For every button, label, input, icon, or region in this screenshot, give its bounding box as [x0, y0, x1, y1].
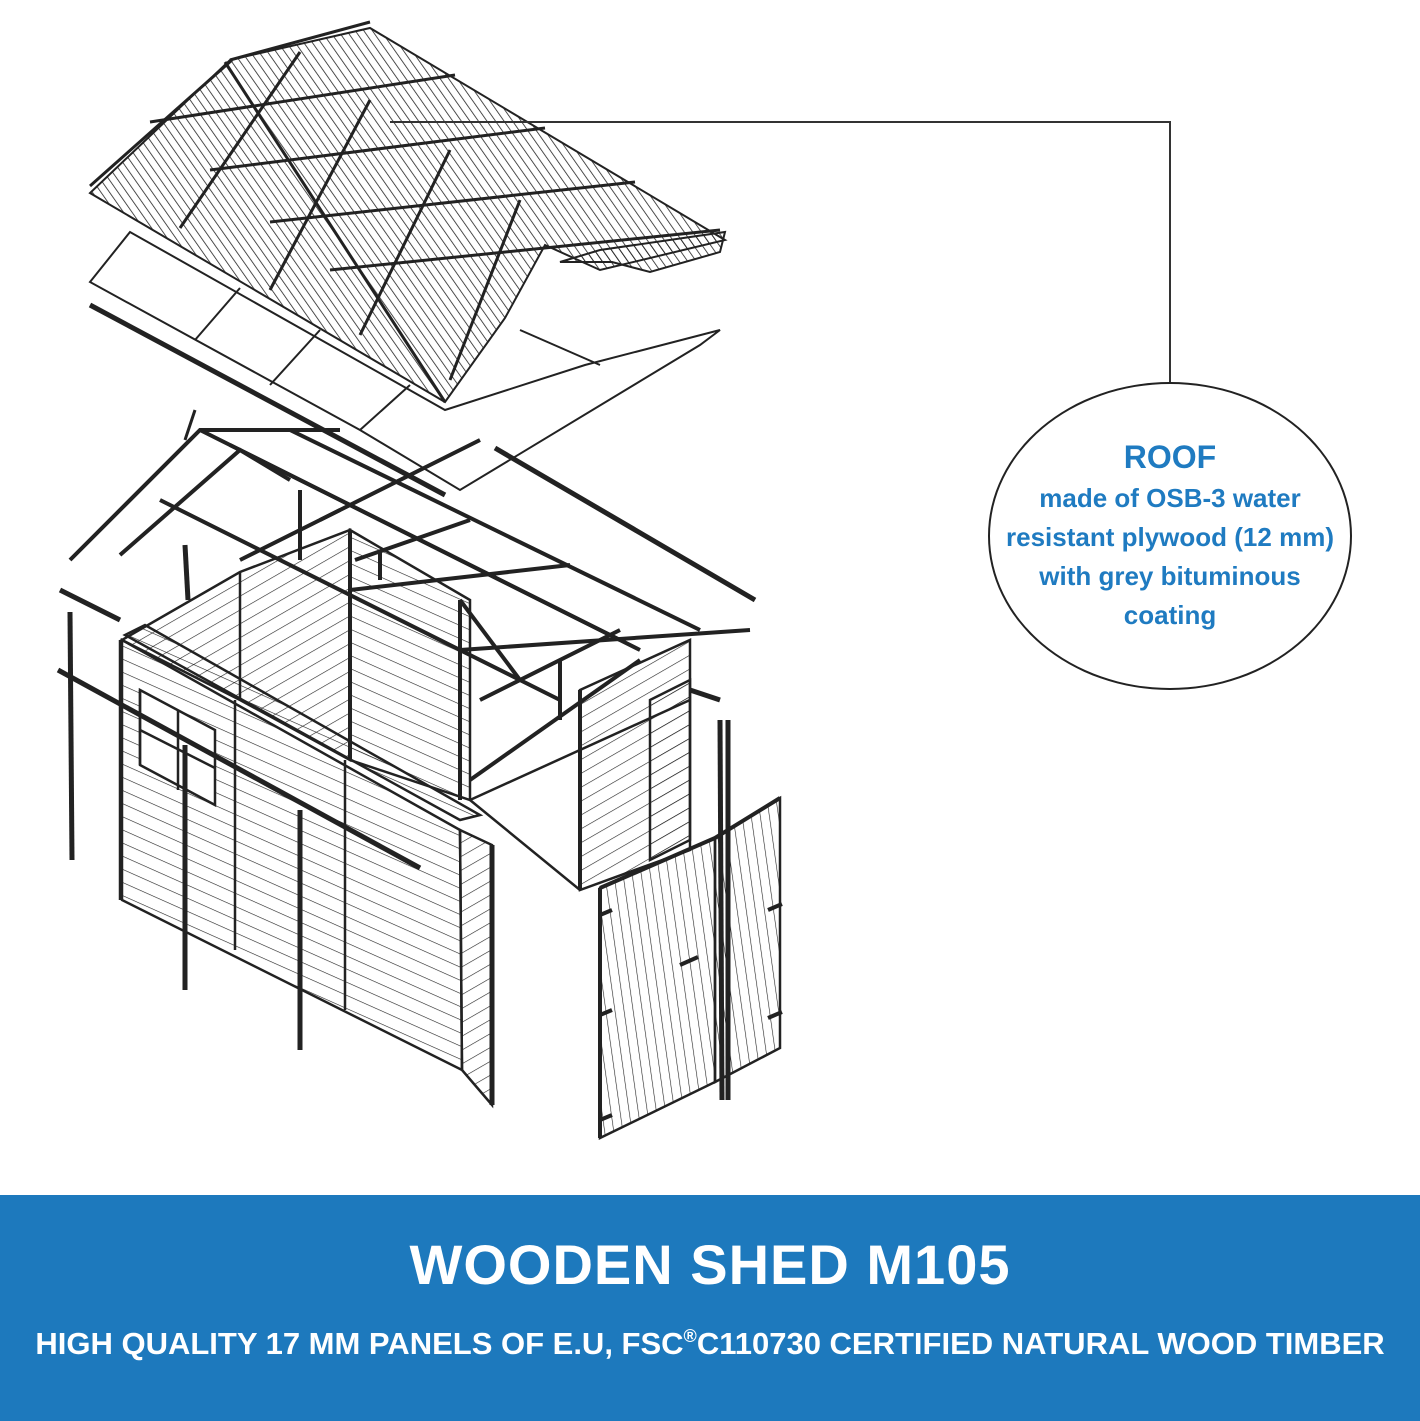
- subtitle-text-start: HIGH QUALITY 17 MM PANELS OF E.U, FSC: [35, 1326, 684, 1361]
- product-title: WOODEN SHED M105: [409, 1233, 1011, 1296]
- callout-line-1: made of OSB-3 water: [1039, 483, 1301, 513]
- eave-board-left: [88, 302, 447, 498]
- product-banner: WOODEN SHED M105 HIGH QUALITY 17 MM PANE…: [0, 1195, 1420, 1421]
- roof-callout: ROOF made of OSB-3 water resistant plywo…: [988, 382, 1352, 690]
- shed-front-wall: [458, 828, 495, 1109]
- registered-mark: ®: [683, 1326, 697, 1346]
- shed-back-wall: [119, 527, 692, 892]
- exploded-shed-drawing: [56, 20, 1171, 1140]
- callout-title: ROOF: [1123, 439, 1217, 475]
- eave-board-right: [493, 445, 757, 603]
- shed-left-wall: [118, 637, 464, 1073]
- roof-panels: [88, 26, 728, 404]
- roof-seams: [89, 20, 721, 403]
- shed-doors: [598, 795, 783, 1140]
- product-subtitle: HIGH QUALITY 17 MM PANELS OF E.U, FSC®C1…: [0, 1322, 1420, 1366]
- callout-line-2: resistant plywood (12 mm): [1006, 522, 1334, 552]
- callout-line-4: coating: [1123, 600, 1217, 630]
- callout-leader-line: [390, 121, 1171, 382]
- callout-line-3: with grey bituminous: [1039, 561, 1301, 591]
- osb-sheet: [88, 230, 721, 492]
- subtitle-text-end: C110730 CERTIFIED NATURAL WOOD TIMBER: [696, 1326, 1385, 1361]
